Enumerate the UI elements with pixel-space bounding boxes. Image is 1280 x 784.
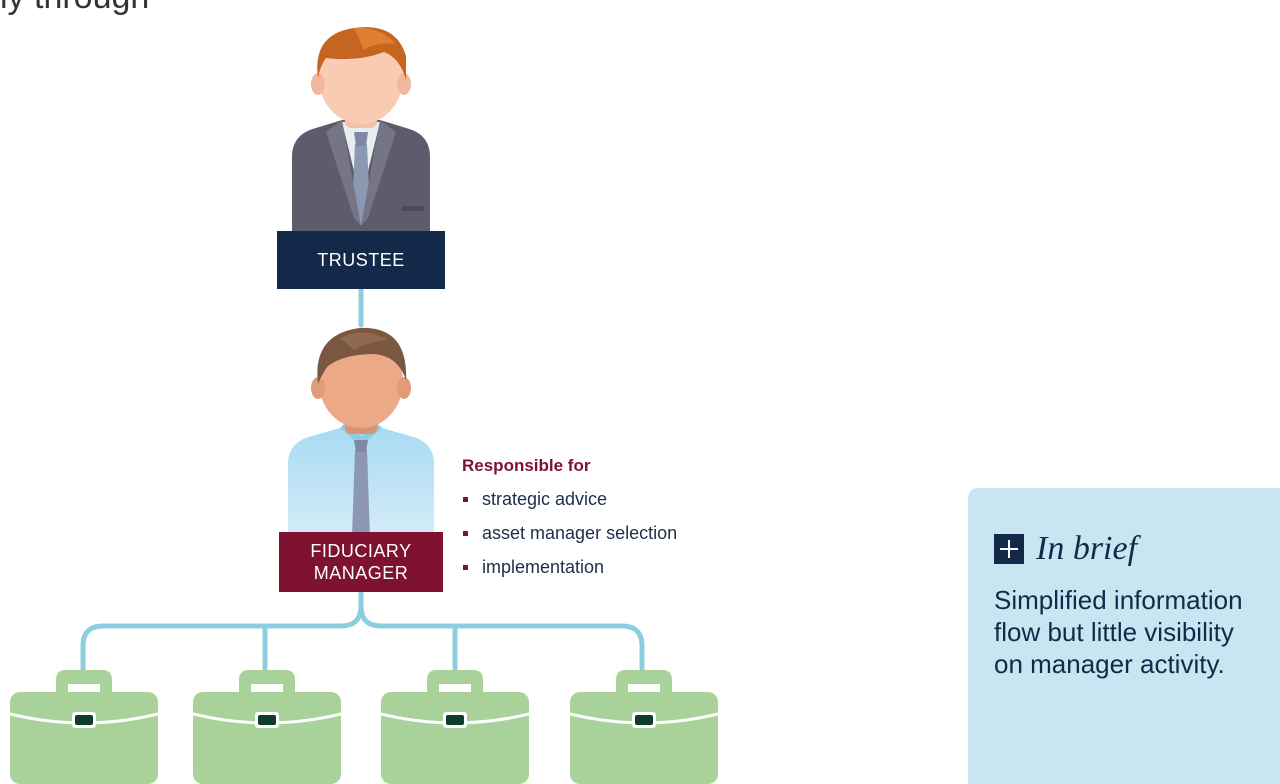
trustee-label: TRUSTEE	[277, 231, 445, 289]
briefcase-icon	[570, 670, 718, 784]
in-brief-title: In brief	[1036, 530, 1138, 567]
in-brief-text: Simplified information flow but little v…	[994, 585, 1243, 679]
list-item: implementation	[462, 550, 677, 584]
responsibilities-list: strategic advice asset manager selection…	[462, 482, 677, 584]
fiduciary-manager-figure-icon	[288, 327, 434, 536]
in-brief-panel: In brief Simplified information flow but…	[968, 488, 1280, 784]
plus-icon	[994, 534, 1024, 564]
fm-label-line1: FIDUCIARY	[310, 541, 412, 561]
responsibilities-title: Responsible for	[462, 456, 591, 475]
in-brief-header: In brief	[994, 530, 1137, 568]
trustee-figure-icon	[292, 27, 430, 232]
branch-line-1	[80, 589, 364, 673]
briefcase-icon	[193, 670, 341, 784]
briefcase-icon	[10, 670, 158, 784]
responsibilities-block: Responsible for strategic advice asset m…	[462, 456, 677, 584]
fm-label-line2: MANAGER	[313, 563, 409, 583]
list-item: asset manager selection	[462, 516, 677, 550]
responsibility-text: implementation	[482, 557, 605, 577]
responsibility-text: asset manager selection	[482, 523, 678, 543]
fiduciary-manager-label: FIDUCIARY MANAGER	[279, 532, 443, 592]
list-item: strategic advice	[462, 482, 677, 516]
heading-fragment: ly through	[0, 0, 149, 17]
briefcase-icon	[381, 670, 529, 784]
responsibility-text: strategic advice	[482, 489, 608, 509]
branch-line-4	[358, 589, 645, 673]
